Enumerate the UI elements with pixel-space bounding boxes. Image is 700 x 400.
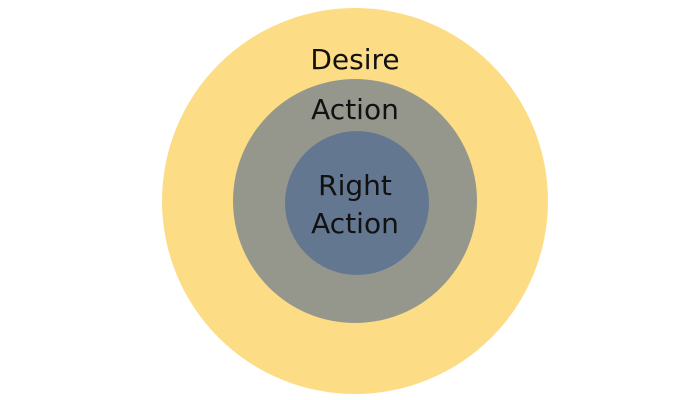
outer-ring-label: Desire xyxy=(310,43,399,76)
inner-circle-label-line-1: Right xyxy=(318,169,392,202)
middle-ring-label: Action xyxy=(311,93,399,126)
inner-circle-right-action xyxy=(285,131,429,275)
inner-circle-label-line-2: Action xyxy=(311,207,399,240)
